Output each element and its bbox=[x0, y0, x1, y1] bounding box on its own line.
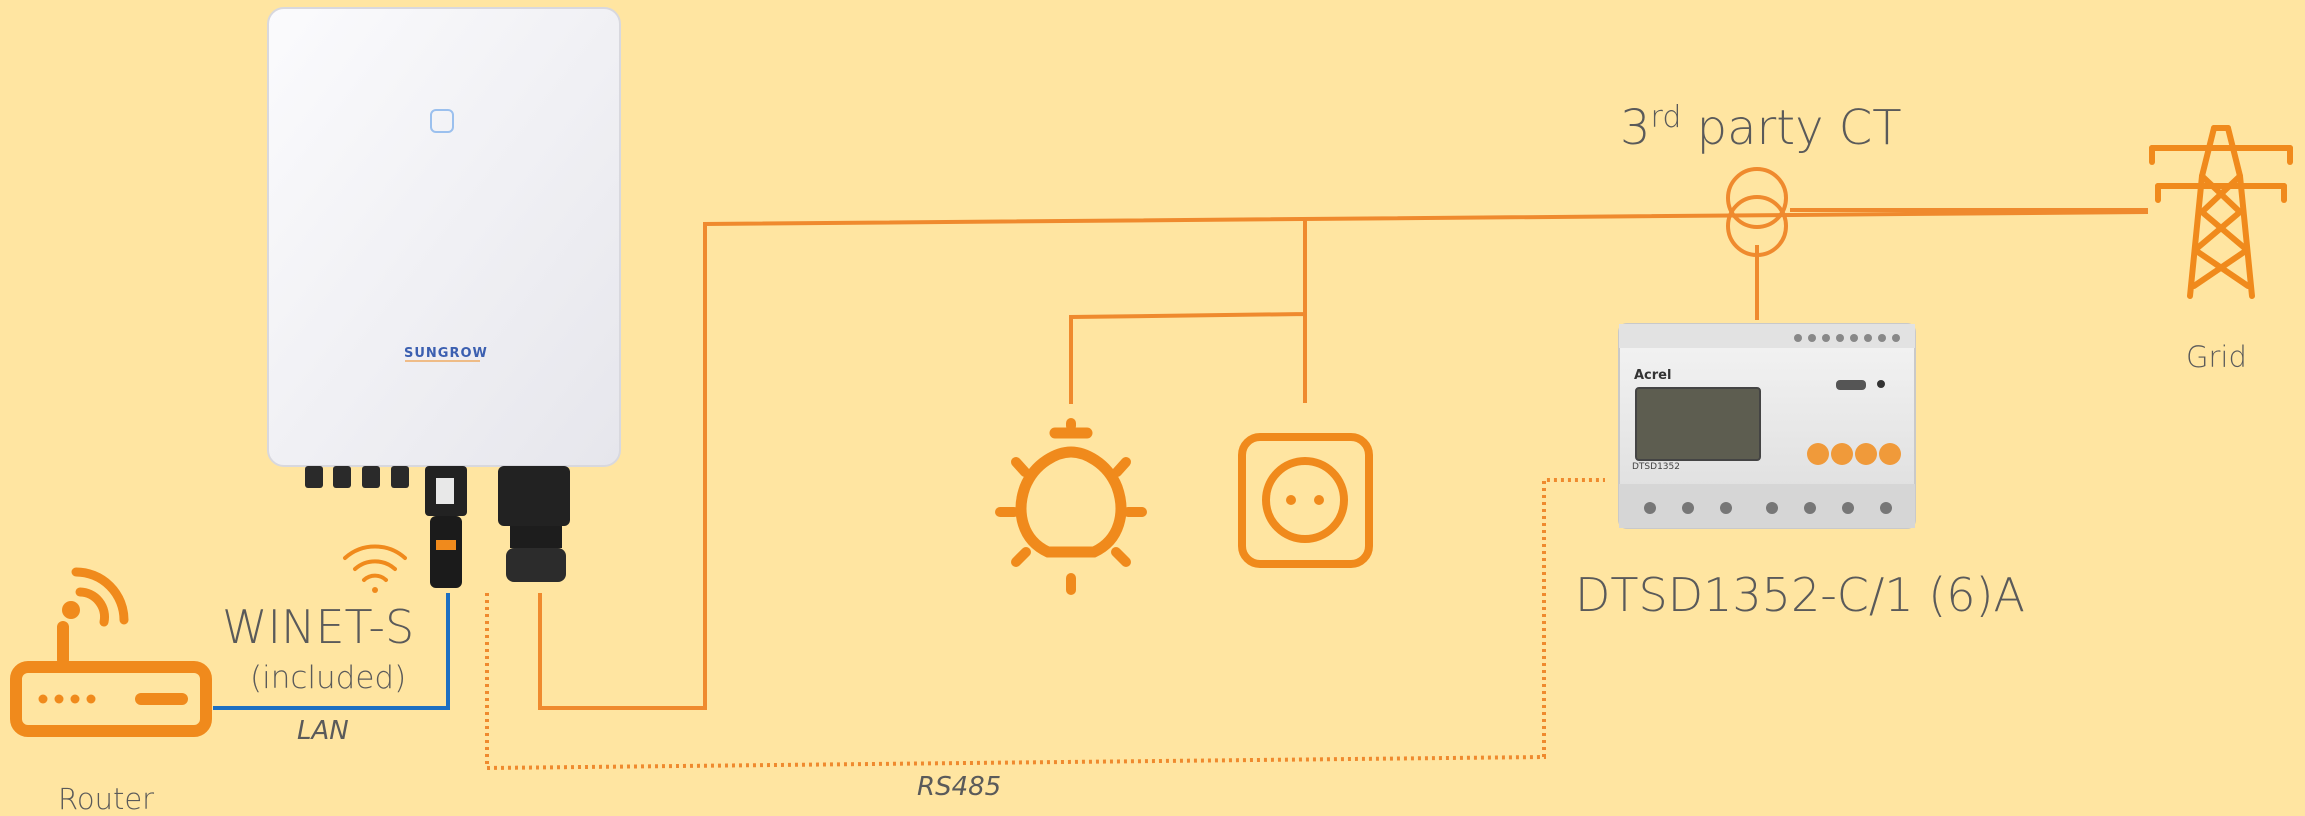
inverter-brand-label: SUNGROW bbox=[404, 346, 488, 361]
meter-model-label: DTSD1352 bbox=[1632, 462, 1680, 472]
meter-brand-label: Acrel bbox=[1634, 368, 1671, 383]
winet-included-label: (included) bbox=[250, 660, 406, 696]
grid-label: Grid bbox=[2186, 340, 2247, 374]
energy-meter bbox=[1619, 324, 1915, 528]
inverter-body bbox=[268, 8, 620, 466]
inverter-connectors bbox=[305, 466, 409, 488]
ct-label-ordinal: rd bbox=[1651, 100, 1682, 135]
ac-connector bbox=[498, 466, 570, 582]
wifi-icon bbox=[345, 547, 405, 593]
load-branch-wire bbox=[1071, 220, 1305, 404]
rs485-label: RS485 bbox=[917, 772, 1001, 802]
router-icon bbox=[16, 572, 206, 731]
router-label: Router bbox=[58, 782, 154, 816]
transmission-tower-icon bbox=[2152, 128, 2290, 296]
current-transformer-icon bbox=[1728, 169, 1786, 255]
ct-label-number: 3 bbox=[1620, 100, 1651, 156]
ct-label-text: party CT bbox=[1681, 100, 1901, 156]
lan-label: LAN bbox=[297, 716, 349, 746]
winet-label: WINET-S bbox=[222, 600, 414, 654]
winet-dongle bbox=[425, 466, 467, 588]
ct-label: 3rd party CT bbox=[1620, 100, 1902, 156]
light-bulb-icon bbox=[1000, 423, 1142, 590]
meter-display bbox=[1636, 388, 1760, 460]
power-socket-icon bbox=[1242, 437, 1369, 564]
meter-label: DTSD1352-C/1 (6)A bbox=[1575, 568, 2025, 622]
grid-wire bbox=[1790, 210, 2148, 212]
rs485-wire bbox=[487, 480, 1605, 768]
inverter bbox=[268, 8, 620, 588]
